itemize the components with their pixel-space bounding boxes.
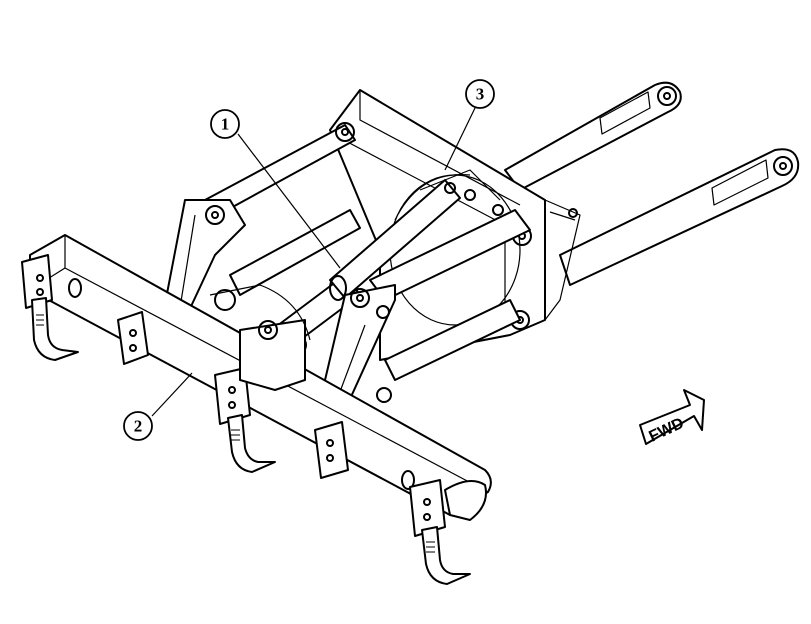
push-arm-lower xyxy=(559,148,800,286)
callout-3: 3 xyxy=(465,79,495,109)
lower-link-right xyxy=(384,299,521,381)
lower-link-left xyxy=(229,209,361,296)
callout-1: 1 xyxy=(210,109,240,139)
leader-lines xyxy=(151,107,476,417)
callout-2: 2 xyxy=(123,411,153,441)
ripper-shank-1 xyxy=(21,254,79,361)
forward-direction-arrow: FWD xyxy=(639,389,705,446)
cylinder-anchor-bracket xyxy=(209,284,311,391)
push-arm-upper xyxy=(504,81,682,191)
shank-bracket-2 xyxy=(117,311,149,365)
callout-3-label: 3 xyxy=(476,85,485,104)
callout-1-label: 1 xyxy=(221,115,230,134)
ripper-shank-5 xyxy=(409,479,471,585)
ripper-shank-3 xyxy=(214,367,276,473)
shank-bracket-4 xyxy=(314,421,349,479)
callout-2-label: 2 xyxy=(134,417,143,436)
